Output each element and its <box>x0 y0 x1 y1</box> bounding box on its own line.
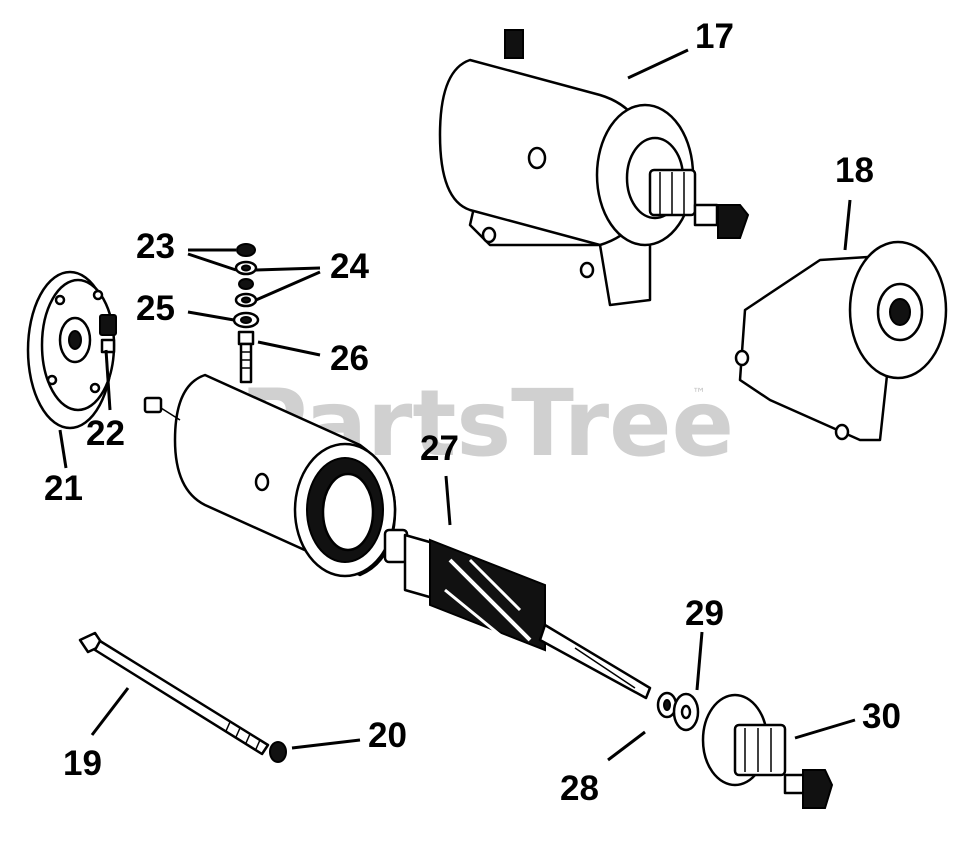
callout-30: 30 <box>862 697 901 736</box>
part-19-through-bolt[interactable] <box>78 631 270 756</box>
watermark-trademark: ™ <box>692 386 706 402</box>
part-28-washer[interactable] <box>656 691 678 719</box>
callout-24: 24 <box>330 247 369 286</box>
part-23-nut[interactable] <box>236 243 256 257</box>
callout-26: 26 <box>330 339 369 378</box>
part-25-washer[interactable] <box>232 311 260 329</box>
part-20-lock-washer[interactable] <box>269 741 287 763</box>
callout-labels: 17 18 19 20 21 22 23 24 25 26 27 28 29 3… <box>44 17 901 808</box>
starter-frame-housing[interactable] <box>143 373 397 578</box>
callout-20: 20 <box>368 716 407 755</box>
callout-23: 23 <box>136 227 175 266</box>
part-26-terminal-stud[interactable] <box>237 330 255 384</box>
part-17-starter-assembly[interactable] <box>438 29 750 307</box>
part-29-washer[interactable] <box>672 692 700 732</box>
part-30-drive-pinion[interactable] <box>701 693 834 809</box>
callout-19: 19 <box>63 744 102 783</box>
part-22-brush[interactable] <box>99 314 117 354</box>
callout-29: 29 <box>685 594 724 633</box>
part-21-end-plate[interactable] <box>26 270 116 430</box>
callout-17: 17 <box>695 17 734 56</box>
part-24-insulator-washers[interactable] <box>234 260 258 308</box>
leader-lines <box>58 48 856 762</box>
part-24-small-washer[interactable] <box>238 278 254 290</box>
part-18-end-cap[interactable] <box>734 240 948 442</box>
callout-27: 27 <box>420 429 459 468</box>
part-27-armature[interactable] <box>383 528 652 700</box>
callout-25: 25 <box>136 289 175 328</box>
callout-28: 28 <box>560 769 599 808</box>
callout-22: 22 <box>86 414 125 453</box>
callout-21: 21 <box>44 469 83 508</box>
callout-18: 18 <box>835 151 874 190</box>
